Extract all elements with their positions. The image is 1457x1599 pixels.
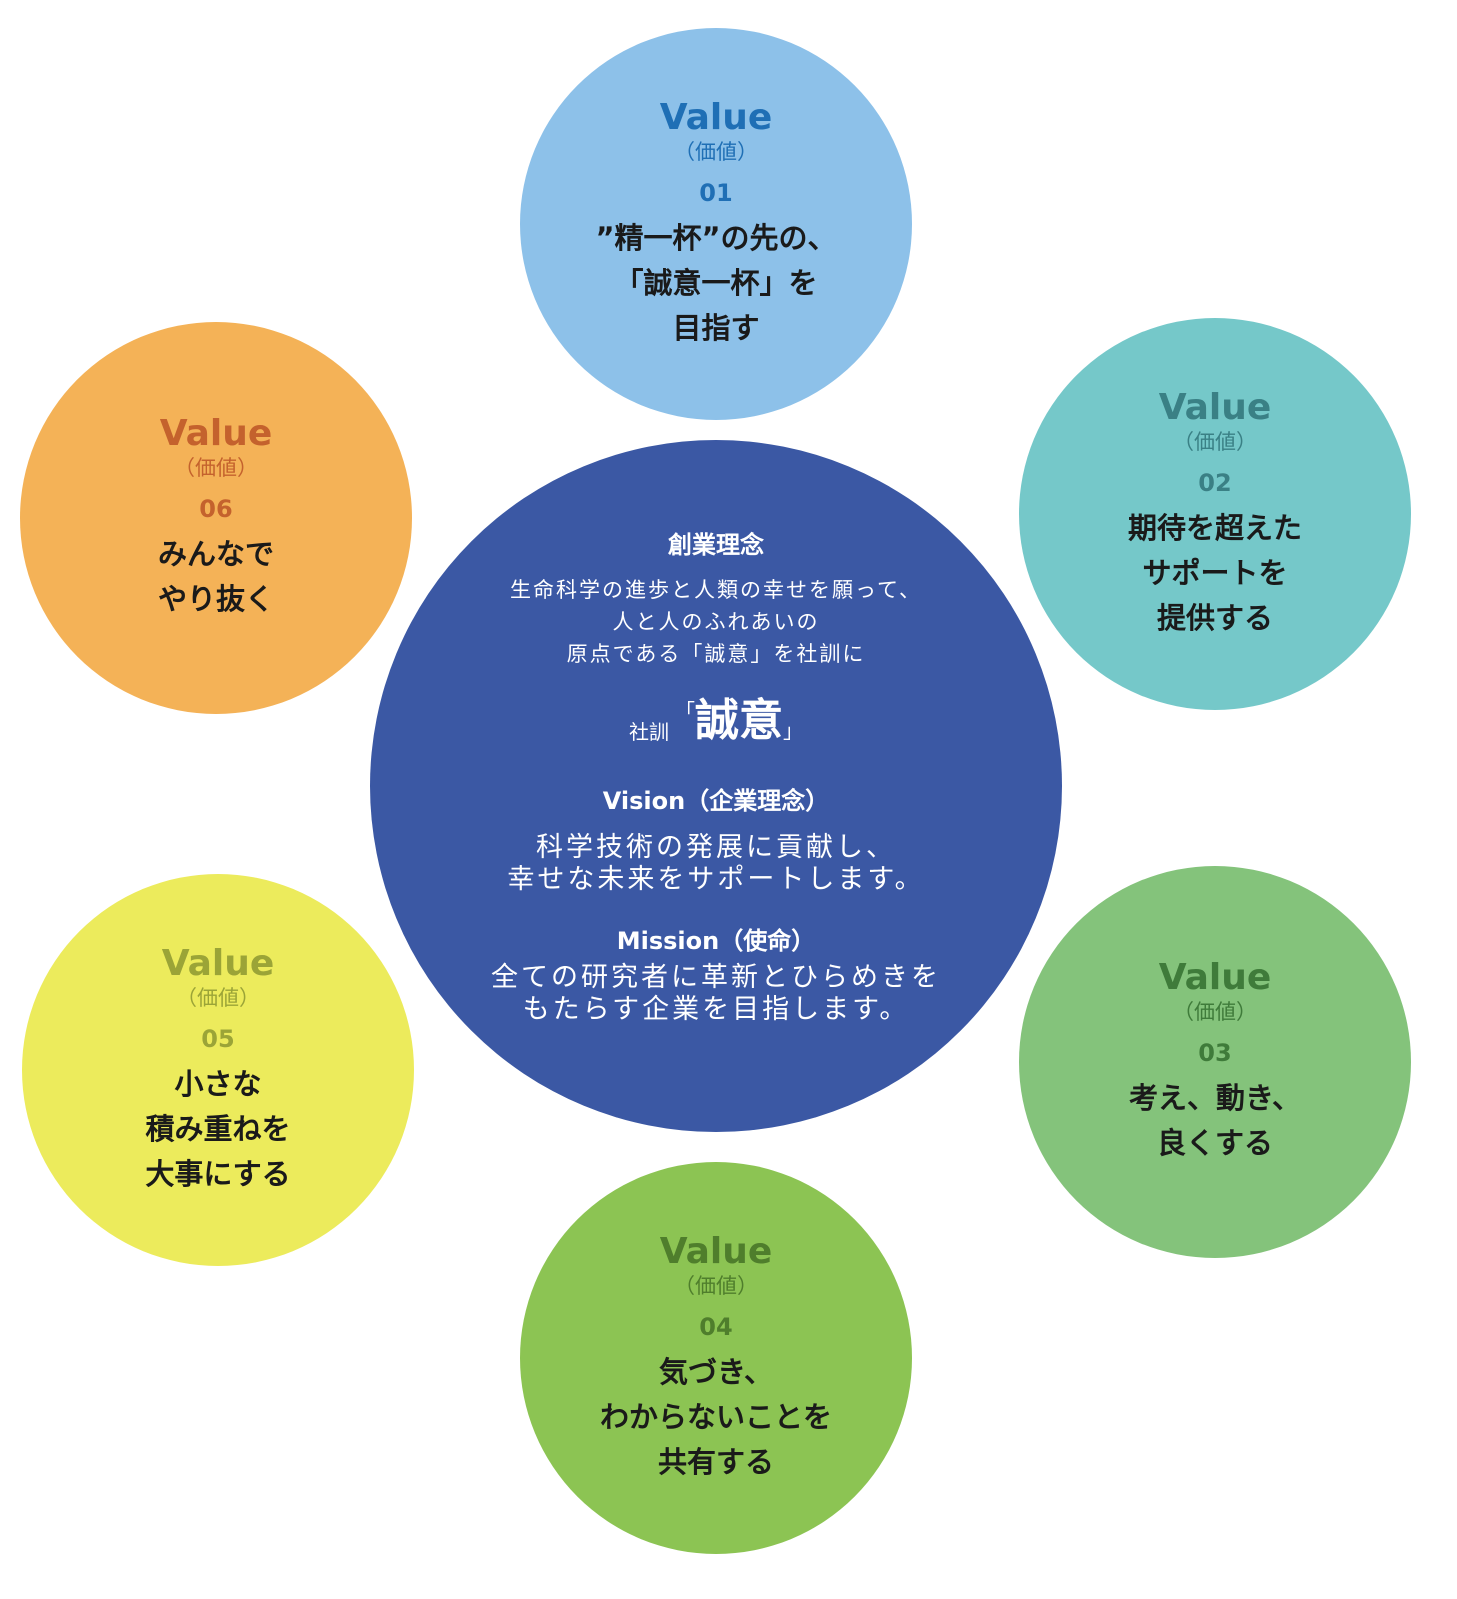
value-text: みんなで やり抜く (158, 532, 274, 622)
value-number: 03 (1198, 1039, 1232, 1067)
value-title: Value (159, 413, 273, 454)
value-text-line: みんなで (157, 537, 274, 571)
value-text-line: 考え、動き、 (1129, 1081, 1301, 1115)
value-text: 期待を超えた サポートを 提供する (1128, 506, 1302, 641)
value-text-line: ”精一杯”の先の、 (595, 220, 837, 255)
value-text: 考え、動き、 良くする (1129, 1076, 1301, 1166)
vision-heading: Vision（企業理念） (602, 787, 830, 815)
value-title: Value (659, 1230, 773, 1272)
value-text-line: 提供する (1156, 600, 1273, 635)
value-circle-02: Value （価値） 02 期待を超えた サポートを 提供する (1019, 318, 1411, 710)
value-text-line: 良くする (1156, 1126, 1273, 1160)
value-text-line: 小さな (174, 1066, 262, 1101)
value-subtitle: （価値） (674, 1273, 758, 1298)
value-circle-06: Value （価値） 06 みんなで やり抜く (20, 322, 412, 714)
value-text-line: わからないことを (599, 1399, 832, 1434)
value-text: 小さな 積み重ねを 大事にする (145, 1062, 290, 1197)
value-text-line: 大事にする (145, 1156, 291, 1191)
founding-line-3: 原点である「誠意」を社訓に (566, 642, 866, 666)
value-circle-05: Value （価値） 05 小さな 積み重ねを 大事にする (22, 874, 414, 1266)
motto-label: 社訓 (629, 720, 669, 744)
motto-word: 誠意 (695, 695, 783, 746)
value-circle-04: Value （価値） 04 気づき、 わからないことを 共有する (520, 1162, 912, 1554)
value-subtitle: （価値） (174, 456, 258, 480)
value-title: Value (1158, 386, 1272, 428)
vision-line-1: 科学技術の発展に貢献し、 (536, 832, 896, 863)
value-text-line: 共有する (657, 1444, 774, 1479)
mission-line-2: もたらす企業を目指します。 (522, 994, 910, 1025)
company-motto: 社訓 「 誠意 」 (629, 696, 803, 746)
founding-line-2: 人と人のふれあいの (612, 610, 820, 634)
value-number: 01 (699, 178, 733, 207)
value-subtitle: （価値） (674, 139, 758, 164)
value-text: ”精一杯”の先の、 「誠意一杯」を 目指す (595, 216, 836, 351)
vision-line-2: 幸せな未来をサポートします。 (507, 864, 925, 895)
value-number: 02 (1198, 468, 1232, 497)
value-circle-01: Value （価値） 01 ”精一杯”の先の、 「誠意一杯」を 目指す (520, 28, 912, 420)
value-title: Value (1158, 957, 1272, 998)
value-number: 04 (699, 1312, 733, 1341)
value-title: Value (161, 942, 275, 984)
motto-open-bracket: 「 (675, 699, 695, 723)
value-number: 05 (201, 1024, 235, 1053)
mission-heading: Mission（使命） (616, 927, 816, 955)
value-text: 気づき、 わからないことを 共有する (600, 1350, 832, 1485)
value-text-line: サポートを (1142, 555, 1288, 590)
value-title: Value (659, 96, 773, 138)
motto-close-bracket: 」 (783, 719, 803, 743)
value-text-line: 気づき、 (659, 1354, 773, 1389)
value-text-line: 「誠意一杯」を (614, 265, 818, 300)
value-subtitle: （価値） (1173, 1000, 1257, 1024)
value-text-line: 積み重ねを (145, 1111, 291, 1146)
value-text-line: やり抜く (157, 582, 274, 616)
founding-heading: 創業理念 (668, 531, 764, 559)
mission-line-1: 全ての研究者に革新とひらめきを (491, 962, 941, 993)
value-circle-03: Value （価値） 03 考え、動き、 良くする (1019, 866, 1411, 1258)
value-text-line: 目指す (672, 310, 760, 345)
value-subtitle: （価値） (1173, 429, 1257, 454)
founding-line-1: 生命科学の進歩と人類の幸せを願って、 (510, 578, 922, 602)
value-subtitle: （価値） (176, 985, 260, 1010)
value-number: 06 (199, 495, 233, 523)
center-circle: 創業理念 生命科学の進歩と人類の幸せを願って、 人と人のふれあいの 原点である「… (370, 440, 1062, 1132)
value-text-line: 期待を超えた (1127, 510, 1302, 545)
